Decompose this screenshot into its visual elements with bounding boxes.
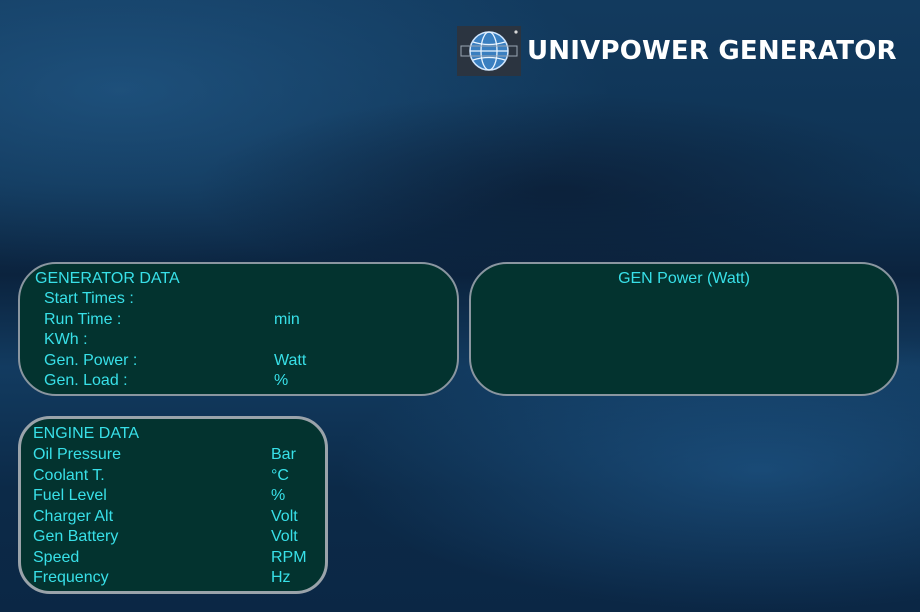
generator-row-run-time: Run Time : min [20, 310, 457, 331]
engine-row-oil-pressure: Oil Pressure Bar [21, 445, 325, 466]
app-header: UNIVPOWER GENERATOR [457, 26, 897, 76]
engine-row-frequency: Frequency Hz [21, 568, 325, 589]
engine-row-coolant-temp: Coolant T. °C [21, 466, 325, 487]
row-label: Charger Alt [33, 507, 114, 525]
gen-power-title: GEN Power (Watt) [618, 270, 750, 287]
generator-row-gen-power: Gen. Power : Watt [20, 351, 457, 372]
row-label: Gen. Load : [44, 372, 128, 389]
generator-data-list: Start Times : Run Time : min KWh : Gen. … [20, 289, 457, 392]
row-unit: Bar [271, 446, 296, 463]
gen-power-panel: GEN Power (Watt) [469, 262, 899, 396]
generator-row-start-times: Start Times : [20, 289, 457, 310]
generator-row-gen-load: Gen. Load : % [20, 371, 457, 392]
row-unit: min [274, 310, 300, 328]
row-unit: % [271, 487, 286, 504]
engine-data-title: ENGINE DATA [33, 425, 140, 442]
row-unit: % [274, 372, 289, 389]
globe-icon [457, 26, 521, 76]
generator-data-title: GENERATOR DATA [35, 270, 180, 287]
row-label: Gen. Power : [44, 351, 138, 369]
engine-data-list: Oil Pressure Bar Coolant T. °C Fuel Leve… [21, 445, 325, 589]
generator-row-kwh: KWh : [20, 330, 457, 351]
row-label: Oil Pressure [33, 446, 122, 463]
row-label: Fuel Level [33, 487, 107, 504]
engine-row-speed: Speed RPM [21, 548, 325, 569]
engine-row-charger-alt: Charger Alt Volt [21, 507, 325, 528]
engine-row-fuel-level: Fuel Level % [21, 486, 325, 507]
row-unit: Hz [271, 569, 291, 586]
row-label: Start Times : [44, 290, 134, 307]
row-label: Run Time : [44, 310, 122, 328]
engine-row-gen-battery: Gen Battery Volt [21, 527, 325, 548]
row-label: Frequency [33, 569, 109, 586]
engine-data-panel: ENGINE DATA Oil Pressure Bar Coolant T. … [18, 416, 328, 594]
row-label: Speed [33, 548, 80, 566]
app-title: UNIVPOWER GENERATOR [527, 36, 897, 66]
row-unit: Volt [271, 528, 298, 545]
row-unit: Volt [271, 507, 298, 525]
row-label: Coolant T. [33, 466, 105, 484]
row-unit: RPM [271, 548, 307, 566]
generator-data-panel: GENERATOR DATA Start Times : Run Time : … [18, 262, 459, 396]
row-label: Gen Battery [33, 528, 119, 545]
row-label: KWh : [44, 331, 88, 348]
row-unit: °C [271, 466, 289, 484]
row-unit: Watt [274, 351, 307, 369]
